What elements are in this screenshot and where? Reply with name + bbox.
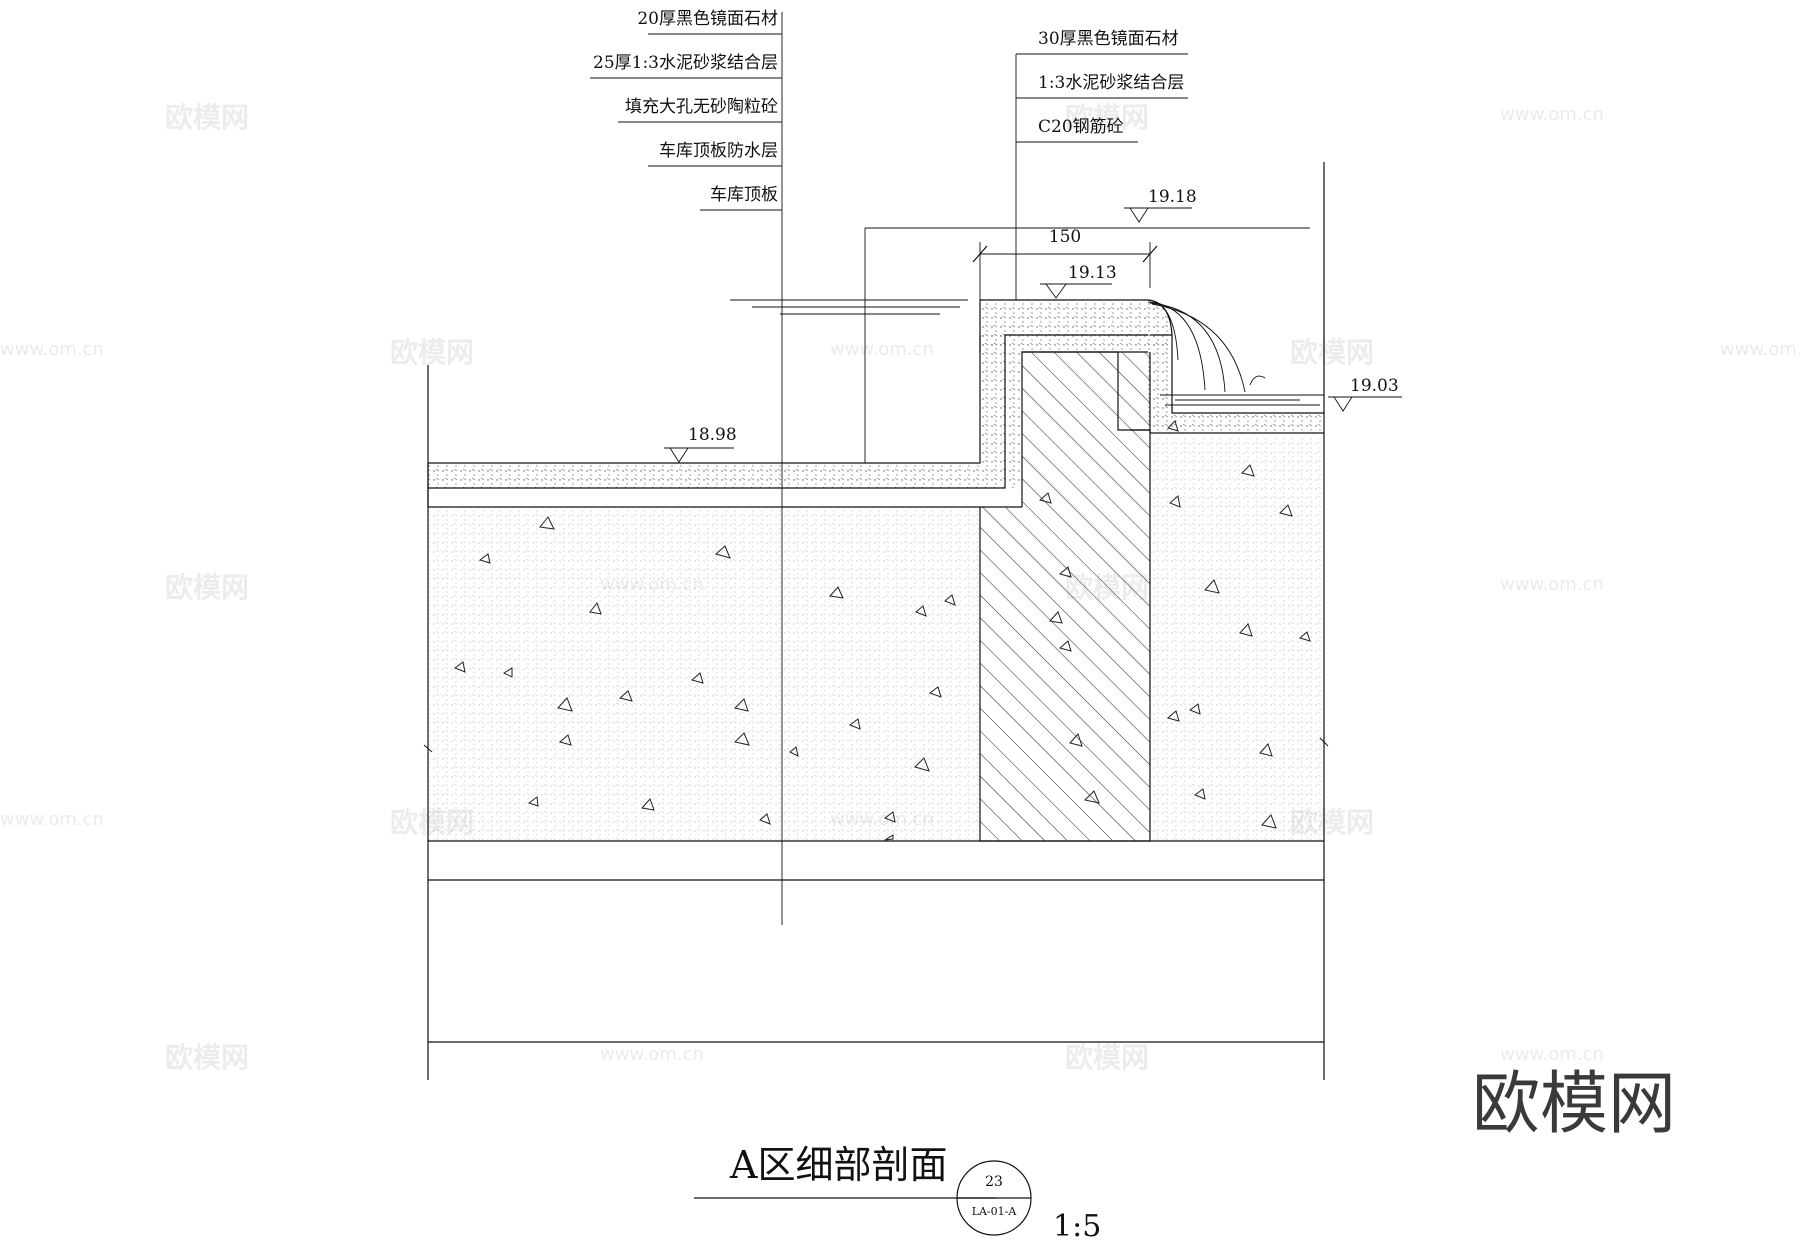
water-lines-left — [730, 299, 968, 315]
waterfall-lines — [1147, 299, 1324, 406]
callout-label: 20厚黑色镜面石材 — [637, 9, 778, 29]
callout-labels-right: 30厚黑色镜面石材 1:3水泥砂浆结合层 C20钢筋砼 — [1038, 29, 1184, 137]
watermark-url: www.om.cn — [0, 339, 104, 360]
elevation-paving: 18.98 — [664, 425, 737, 463]
callout-label: 30厚黑色镜面石材 — [1038, 29, 1179, 49]
callout-label: 1:3水泥砂浆结合层 — [1038, 73, 1184, 93]
drawing-scale: 1:5 — [1053, 1209, 1101, 1244]
elevation-value: 19.03 — [1350, 376, 1399, 396]
watermark-url: www.om.cn — [830, 339, 934, 360]
watermark: 欧模网 — [1065, 1041, 1149, 1074]
drawing-title: A区细部剖面 — [729, 1143, 947, 1187]
watermark-url: www.om.cn — [1500, 574, 1604, 595]
watermark-url: www.om.cn — [1500, 104, 1604, 125]
dimension-value: 150 — [1049, 227, 1081, 247]
callout-label: 车库顶板 — [710, 185, 778, 205]
callout-lines-right — [1016, 53, 1188, 143]
callout-label: C20钢筋砼 — [1038, 117, 1124, 137]
watermark: 欧模网 — [165, 571, 249, 604]
callout-label: 车库顶板防水层 — [659, 141, 778, 161]
leader-lines — [781, 12, 1310, 925]
elevation-value: 19.18 — [1148, 187, 1197, 207]
paving-layers — [427, 335, 1150, 508]
watermark: 欧模网 — [165, 1041, 249, 1074]
dimension-150: 150 — [972, 227, 1158, 300]
title-block: A区细部剖面 23 LA-01-A 1:5 — [694, 1143, 1101, 1244]
callout-label: 25厚1:3水泥砂浆结合层 — [593, 53, 778, 73]
fill-soil — [428, 437, 1324, 841]
callout-labels-left: 20厚黑色镜面石材 25厚1:3水泥砂浆结合层 填充大孔无砂陶粒砼 车库顶板防水… — [593, 9, 778, 205]
sheet-reference: LA-01-A — [972, 1205, 1018, 1218]
elevation-pool-bottom: 19.03 — [1328, 376, 1402, 412]
elevation-value: 18.98 — [688, 425, 737, 445]
boundary-lines — [423, 162, 1329, 1080]
watermark-url: www.om.cn — [1720, 339, 1800, 360]
elevation-water-level: 19.18 — [1124, 187, 1197, 223]
callout-label: 填充大孔无砂陶粒砼 — [625, 97, 778, 117]
watermark: 欧模网 — [1065, 101, 1149, 134]
watermark: 欧模网 — [390, 336, 474, 369]
watermark-url: www.om.cn — [1500, 1044, 1604, 1065]
watermark: 欧模网 — [1290, 336, 1374, 369]
elevation-value: 19.13 — [1068, 263, 1117, 283]
elevation-wall-top: 19.13 — [1040, 263, 1117, 299]
detail-number: 23 — [985, 1174, 1003, 1190]
pool-basin — [1130, 335, 1324, 434]
aggregate-symbols — [453, 420, 1311, 841]
callout-lines-left — [590, 33, 782, 211]
brand-logo: 欧模网 — [1472, 1065, 1676, 1144]
watermark-url: www.om.cn — [0, 809, 104, 830]
watermark: 欧模网 — [165, 101, 249, 134]
concrete-wall — [979, 351, 1151, 842]
watermark-url: www.om.cn — [600, 1044, 704, 1065]
